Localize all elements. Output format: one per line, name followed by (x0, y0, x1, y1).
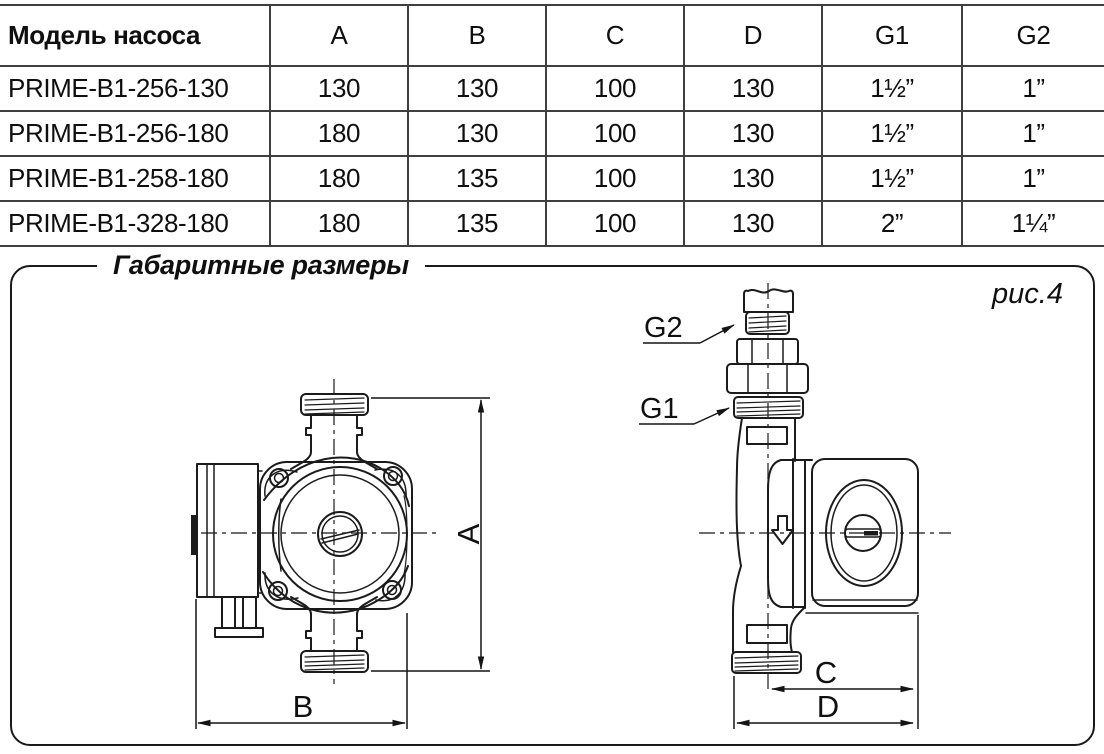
cell-d: 130 (683, 201, 822, 247)
cell-g2: 1” (961, 111, 1104, 157)
cell-a: 180 (269, 111, 408, 157)
cell-g1: 1½” (821, 111, 962, 157)
cell-c: 100 (545, 66, 684, 112)
pump-dimensions-table: Модель насоса A B C D G1 G2 PRIME-B1-256… (0, 4, 1104, 247)
col-header-model: Модель насоса (0, 4, 270, 67)
bottom-port-side (731, 624, 802, 674)
cell-c: 100 (545, 201, 684, 247)
dim-label-b: B (293, 689, 314, 724)
cell-c: 100 (545, 156, 684, 202)
cell-g2: 1¼” (961, 201, 1104, 247)
cell-b: 135 (407, 156, 546, 202)
g1-callout: G1 (639, 393, 730, 425)
flange-screws (268, 466, 403, 601)
cell-d: 130 (683, 111, 822, 157)
dim-label-a: A (451, 523, 486, 544)
pump-side-view: G2 G1 C D (639, 283, 951, 729)
top-port-thread (300, 393, 369, 416)
central-screw (317, 511, 363, 557)
cell-model: PRIME-B1-256-180 (0, 111, 270, 157)
motor (811, 458, 919, 607)
label-g1: G1 (640, 393, 679, 425)
g2-thread (745, 311, 790, 335)
dimension-a: A (371, 397, 490, 672)
figure-frame (10, 265, 1095, 746)
cell-g2: 1” (961, 66, 1104, 112)
figure-title: Габаритные размеры (97, 249, 425, 281)
col-header-d: D (683, 4, 822, 67)
dim-label-d: D (817, 689, 839, 724)
table-row: PRIME-B1-328-180 180 135 100 130 2” 1¼” (0, 201, 1104, 247)
col-header-c: C (545, 4, 684, 67)
dimension-c: C (771, 615, 919, 729)
col-header-g2: G2 (961, 4, 1104, 67)
union-nut (726, 338, 809, 394)
g2-callout: G2 (643, 312, 735, 344)
dimension-b: B (195, 599, 408, 729)
cell-a: 130 (269, 66, 408, 112)
cell-a: 180 (269, 156, 408, 202)
cell-model: PRIME-B1-328-180 (0, 201, 270, 247)
bottom-port-neck (290, 596, 312, 652)
col-header-b: B (407, 4, 546, 67)
table-row: PRIME-B1-258-180 180 135 100 130 1½” 1” (0, 156, 1104, 202)
dim-label-c: C (815, 655, 837, 690)
table-row: PRIME-B1-256-130 130 130 100 130 1½” 1” (0, 66, 1104, 112)
dimension-d: D (733, 676, 914, 729)
cell-g1: 1½” (821, 156, 962, 202)
cell-b: 130 (407, 111, 546, 157)
label-g2: G2 (644, 312, 683, 344)
cell-b: 135 (407, 201, 546, 247)
cell-g1: 1½” (821, 66, 962, 112)
g1-thread (733, 396, 804, 419)
cell-d: 130 (683, 66, 822, 112)
pump-front-view: A B (191, 379, 490, 729)
col-header-a: A (269, 4, 408, 67)
terminal-box (191, 463, 263, 598)
col-header-g1: G1 (821, 4, 962, 67)
table-row: PRIME-B1-256-180 180 130 100 130 1½” 1” (0, 111, 1104, 157)
cell-model: PRIME-B1-256-130 (0, 66, 270, 112)
cell-a: 180 (269, 201, 408, 247)
cell-b: 130 (407, 66, 546, 112)
bottom-port-thread (300, 650, 369, 673)
cell-model: PRIME-B1-258-180 (0, 156, 270, 202)
table-header-row: Модель насоса A B C D G1 G2 (0, 4, 1104, 67)
cell-g1: 2” (821, 201, 962, 247)
flow-arrow (771, 515, 794, 545)
pump-body-side (732, 417, 919, 653)
figure-caption: рис.4 (991, 278, 1063, 310)
cell-d: 130 (683, 156, 822, 202)
top-port-neck (290, 414, 312, 470)
pipe-stub (743, 288, 794, 313)
bottom-port-neck (356, 596, 378, 652)
cable-gland (214, 596, 264, 638)
cell-g2: 1” (961, 156, 1104, 202)
cell-c: 100 (545, 111, 684, 157)
pump-housing (259, 456, 413, 614)
